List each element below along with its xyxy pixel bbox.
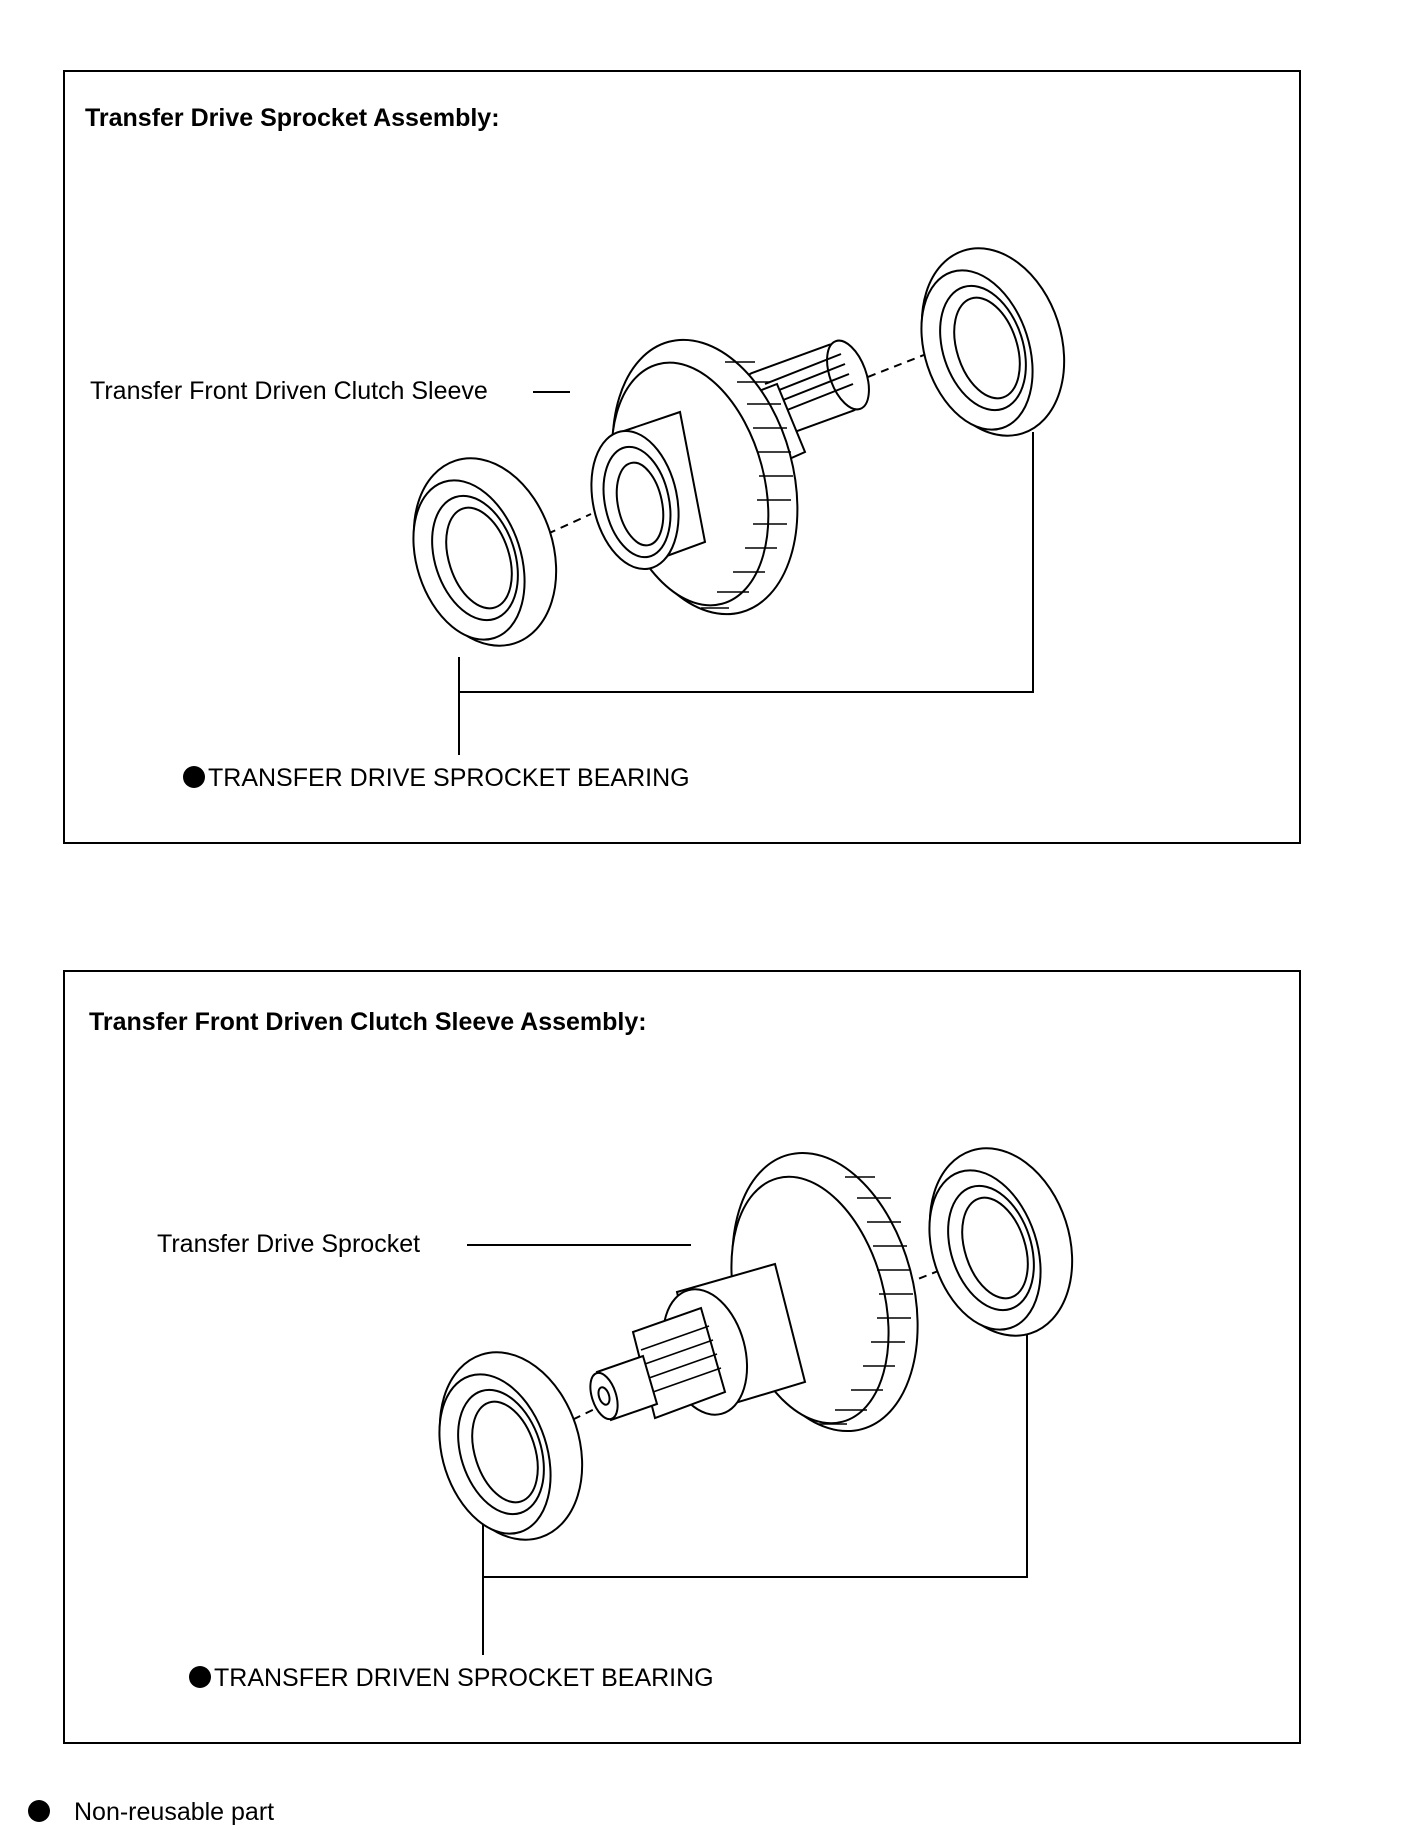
legend: Non-reusable part — [28, 1798, 274, 1827]
panel-title: Transfer Front Driven Clutch Sleeve Asse… — [89, 1008, 647, 1036]
upper-bearing — [928, 1147, 1074, 1337]
part-callout: Transfer Front Driven Clutch Sleeve — [90, 377, 488, 405]
clutch-sleeve-assembly-illustration — [438, 1147, 1074, 1655]
panel-title: Transfer Drive Sprocket Assembly: — [85, 104, 500, 132]
bearing-bracket-line — [459, 432, 1034, 693]
part-callout: Transfer Drive Sprocket — [157, 1230, 421, 1258]
bearing-callout: TRANSFER DRIVE SPROCKET BEARING — [183, 764, 690, 793]
bearing-label: TRANSFER DRIVEN SPROCKET BEARING — [214, 1664, 714, 1692]
bearing-label: TRANSFER DRIVE SPROCKET BEARING — [208, 764, 690, 792]
non-reusable-icon — [189, 1666, 211, 1688]
lower-bearing — [438, 1351, 584, 1541]
bearing-callout: TRANSFER DRIVEN SPROCKET BEARING — [189, 1664, 714, 1693]
diagram-panel-drive-sprocket: Transfer Drive Sprocket Assembly: — [63, 70, 1301, 844]
non-reusable-icon — [183, 766, 205, 788]
legend-text: Non-reusable part — [74, 1798, 275, 1826]
upper-bearing — [920, 247, 1066, 437]
non-reusable-icon — [28, 1800, 50, 1822]
drive-sprocket-assembly-illustration — [412, 247, 1066, 755]
lower-bearing — [412, 457, 558, 647]
sprocket-part — [590, 338, 870, 616]
bearing-bracket-line — [483, 1330, 1028, 1578]
diagram-panel-clutch-sleeve: Transfer Front Driven Clutch Sleeve Asse… — [63, 970, 1301, 1744]
sprocket-part — [589, 1151, 919, 1433]
